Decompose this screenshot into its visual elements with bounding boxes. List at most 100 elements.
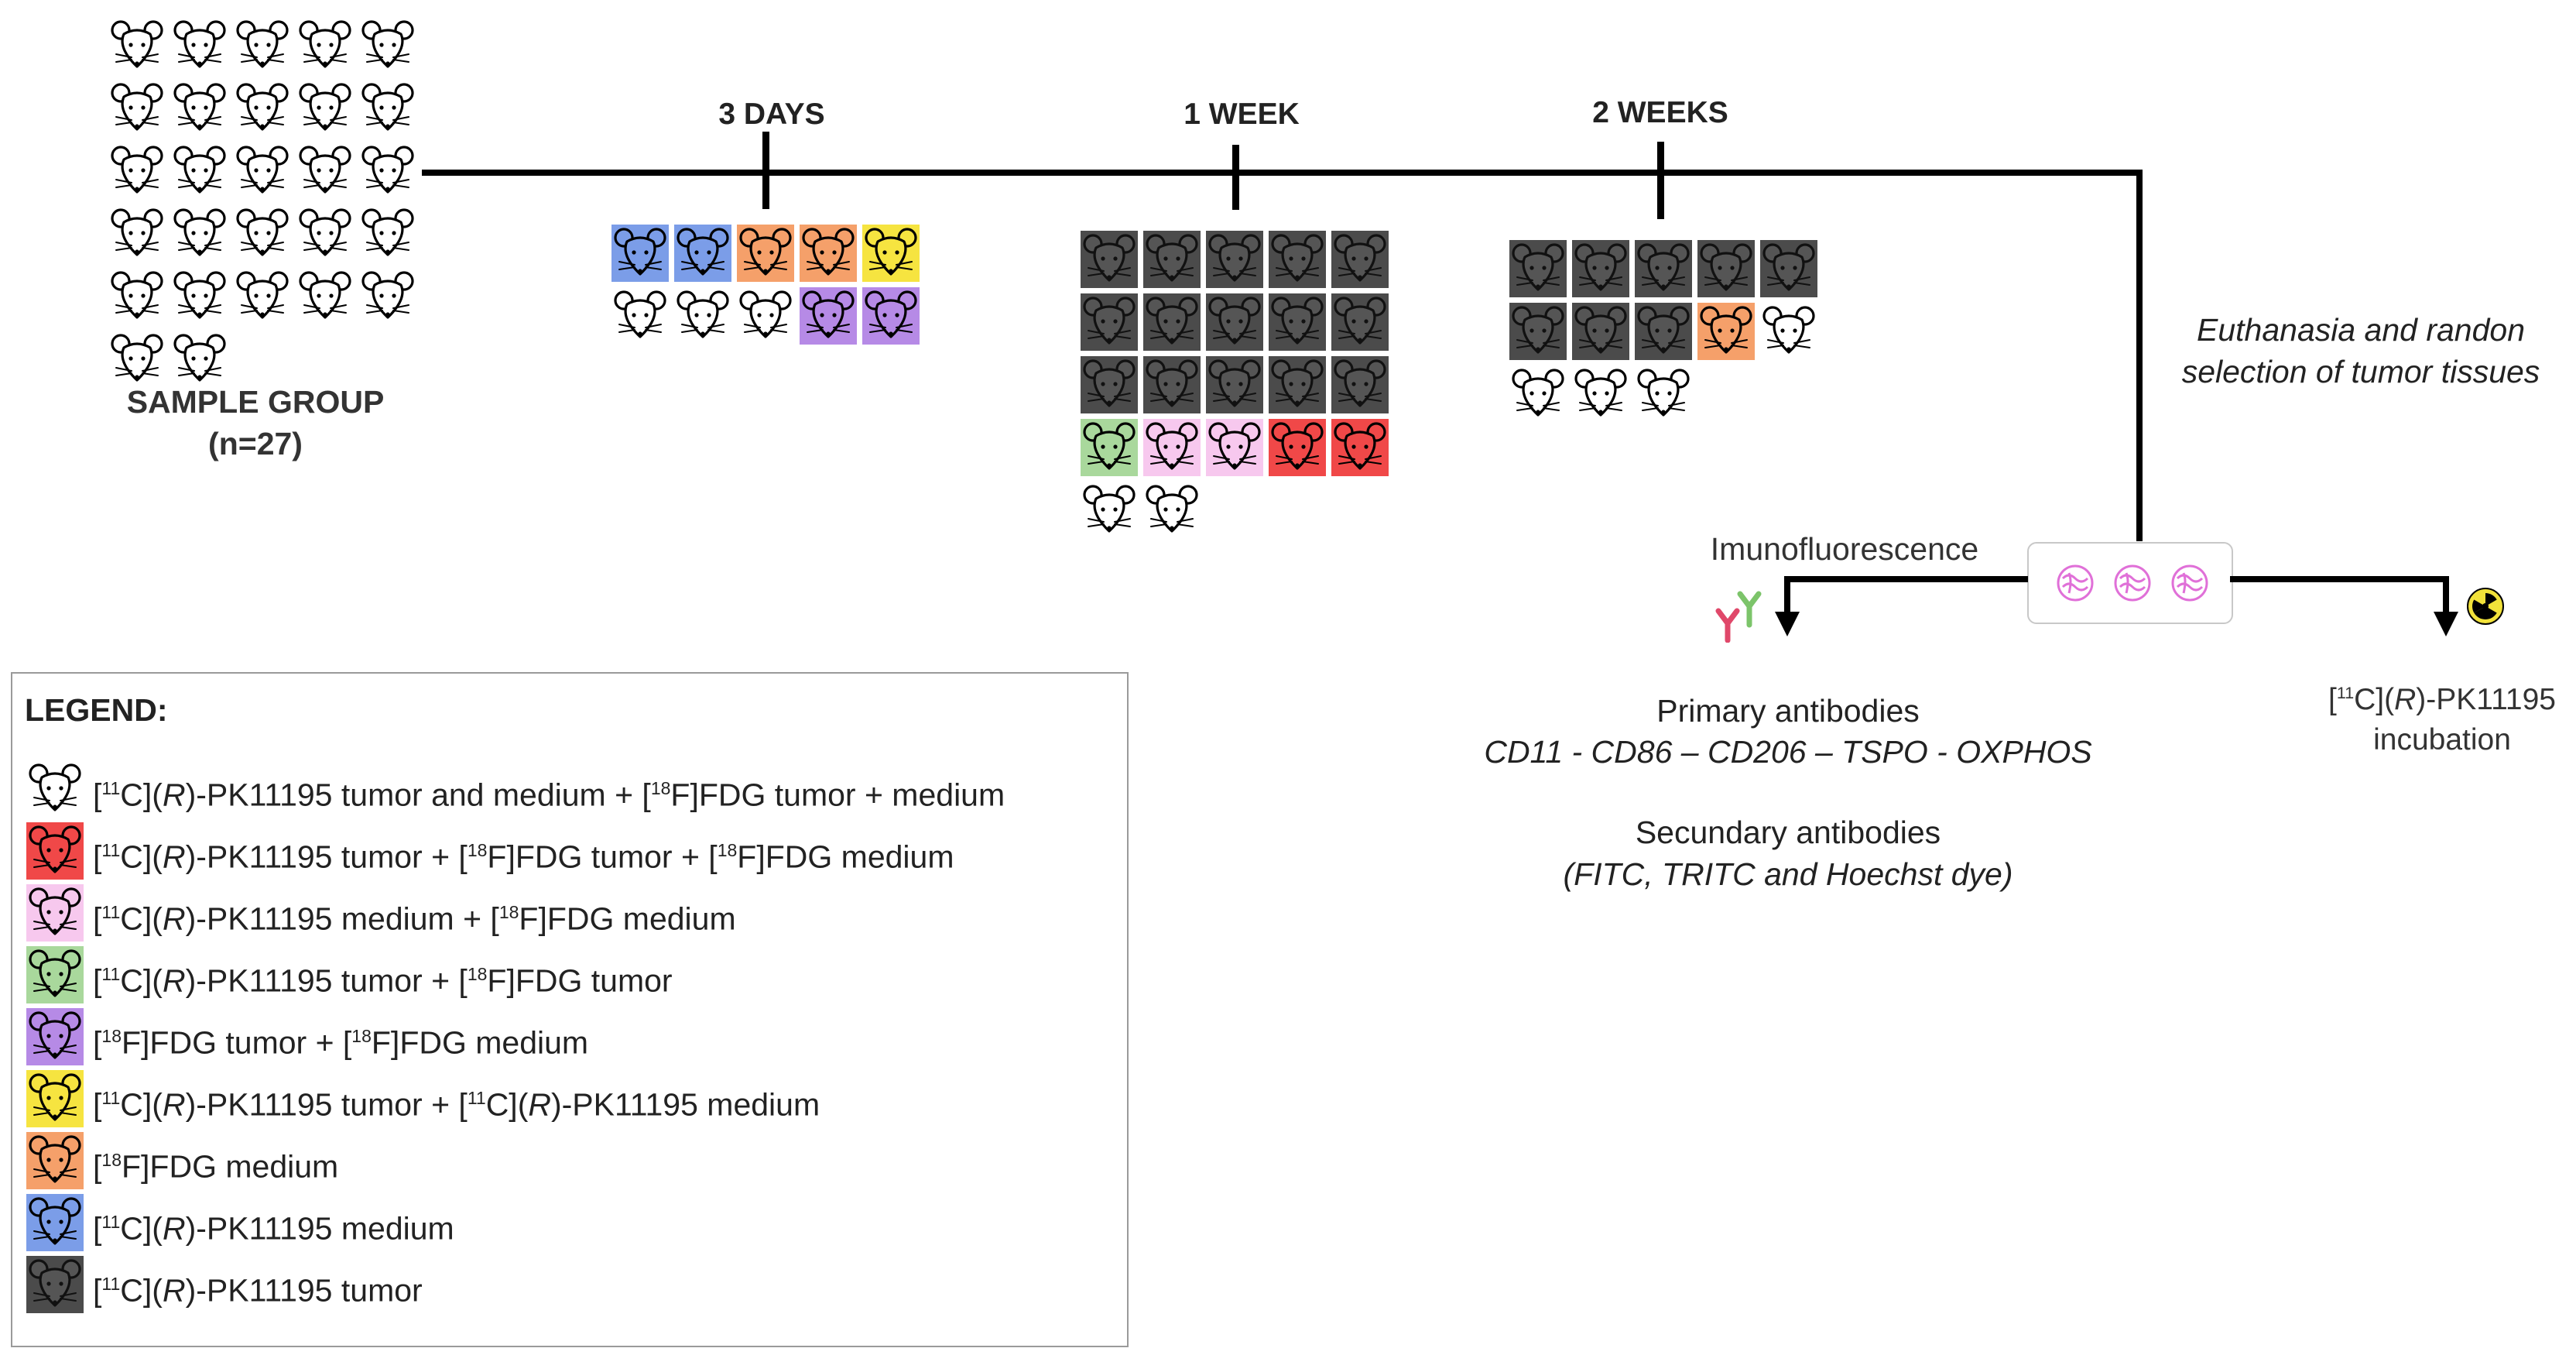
left-branch-line (1784, 576, 2028, 582)
legend-swatch-mouse-icon (26, 1070, 84, 1127)
radiation-icon (2467, 588, 2504, 625)
mouse-icon (862, 225, 920, 282)
right-branch-down (2443, 576, 2449, 615)
legend-swatch-mouse-icon (26, 1008, 84, 1065)
left-branch-arrowhead (1775, 612, 1800, 636)
tissue-box (2027, 542, 2233, 624)
mouse-icon (1206, 356, 1263, 413)
mouse-icon (1081, 293, 1138, 351)
tick-1-week (1232, 145, 1239, 210)
secondary-antibodies-list: (FITC, TRITC and Hoechst dye) (1563, 856, 2013, 892)
mouse-icon (359, 17, 416, 74)
mouse-icon (1509, 365, 1567, 423)
mouse-icon (1081, 482, 1138, 539)
legend-item-label: [11C](R)-PK11195 tumor (93, 1272, 423, 1309)
mouse-icon (171, 331, 228, 388)
mouse-icon (1331, 231, 1389, 288)
mouse-icon (171, 80, 228, 137)
legend-swatch-mouse-icon (26, 1256, 84, 1313)
mouse-icon (171, 142, 228, 200)
legend-swatch-mouse-icon (26, 822, 84, 880)
mouse-icon (296, 17, 354, 74)
mouse-icon (359, 80, 416, 137)
mouse-icon (862, 287, 920, 345)
mouse-icon (108, 142, 166, 200)
euthanasia-line-2: selection of tumor tissues (2181, 354, 2540, 389)
mouse-icon (1143, 231, 1201, 288)
legend-swatch-mouse-icon (26, 946, 84, 1003)
timepoint-label-3-days: 3 DAYS (718, 98, 825, 131)
sample-group-count: (n=27) (208, 426, 303, 461)
timepoint-label-2-weeks: 2 WEEKS (1592, 96, 1728, 129)
mouse-icon (108, 268, 166, 325)
mouse-icon (1509, 303, 1567, 360)
mouse-icon (359, 268, 416, 325)
mouse-icon (234, 80, 291, 137)
mouse-icon (359, 205, 416, 262)
legend-item-label: [11C](R)-PK11195 medium (93, 1210, 454, 1247)
mouse-icon (1081, 356, 1138, 413)
legend-swatch-mouse-icon (26, 884, 84, 942)
mouse-icon (800, 225, 857, 282)
mouse-icon (1143, 356, 1201, 413)
mouse-icon (1206, 293, 1263, 351)
mouse-icon (1331, 419, 1389, 476)
mouse-icon (1572, 303, 1629, 360)
mouse-icon (296, 142, 354, 200)
mouse-icon (171, 17, 228, 74)
mouse-icon (1760, 240, 1817, 297)
pk11195-incubation-label: [11C](R)-PK11195 (2328, 683, 2556, 716)
mouse-icon (296, 205, 354, 262)
mouse-icon (1635, 303, 1692, 360)
mouse-icon (359, 142, 416, 200)
mouse-icon (1697, 240, 1755, 297)
legend-item-label: [11C](R)-PK11195 tumor + [18F]FDG tumor (93, 962, 673, 999)
mouse-icon (1331, 293, 1389, 351)
incubation-label: incubation (2373, 723, 2511, 756)
mouse-icon (1143, 419, 1201, 476)
timeline-line (422, 170, 2142, 176)
mouse-icon (1081, 419, 1138, 476)
legend-swatch-mouse-icon (26, 1132, 84, 1189)
right-branch-line (2230, 576, 2449, 582)
imunofluorescence-label: Imunofluorescence (1710, 531, 1979, 567)
mouse-icon (1081, 231, 1138, 288)
legend-swatch-mouse-icon (26, 760, 84, 818)
euthanasia-line-1: Euthanasia and randon (2196, 312, 2526, 348)
mouse-icon (737, 287, 794, 345)
primary-antibodies-list: CD11 - CD86 – CD206 – TSPO - OXPHOS (1484, 734, 2092, 770)
left-branch-down (1784, 576, 1790, 615)
mouse-icon (171, 268, 228, 325)
mouse-icon (234, 142, 291, 200)
mouse-icon (108, 205, 166, 262)
mouse-icon (1635, 365, 1692, 423)
mouse-icon (1572, 240, 1629, 297)
mouse-icon (234, 205, 291, 262)
sample-group-label: SAMPLE GROUP (126, 384, 385, 420)
mouse-icon (1572, 365, 1629, 423)
mouse-icon (108, 80, 166, 137)
tick-3-days (762, 132, 769, 209)
mouse-icon (737, 225, 794, 282)
mouse-icon (108, 17, 166, 74)
secondary-antibodies-title: Secundary antibodies (1635, 815, 1941, 850)
mouse-icon (234, 268, 291, 325)
mouse-icon (1269, 293, 1326, 351)
mouse-icon (1697, 303, 1755, 360)
mouse-icon (611, 225, 669, 282)
legend-title: LEGEND: (25, 692, 168, 728)
legend-item-label: [18F]FDG medium (93, 1148, 339, 1185)
mouse-icon (611, 287, 669, 345)
legend-item-label: [11C](R)-PK11195 tumor + [18F]FDG tumor … (93, 839, 954, 875)
mouse-icon (1635, 240, 1692, 297)
mouse-icon (1331, 356, 1389, 413)
legend-item-label: [11C](R)-PK11195 tumor + [11C](R)-PK1119… (93, 1086, 820, 1123)
mouse-icon (1206, 231, 1263, 288)
mouse-icon (1509, 240, 1567, 297)
mouse-icon (1269, 231, 1326, 288)
mouse-icon (296, 268, 354, 325)
mouse-icon (800, 287, 857, 345)
mouse-icon (1269, 419, 1326, 476)
legend-item-label: [11C](R)-PK11195 tumor and medium + [18F… (93, 777, 1005, 813)
timeline-drop-line (2136, 170, 2143, 541)
